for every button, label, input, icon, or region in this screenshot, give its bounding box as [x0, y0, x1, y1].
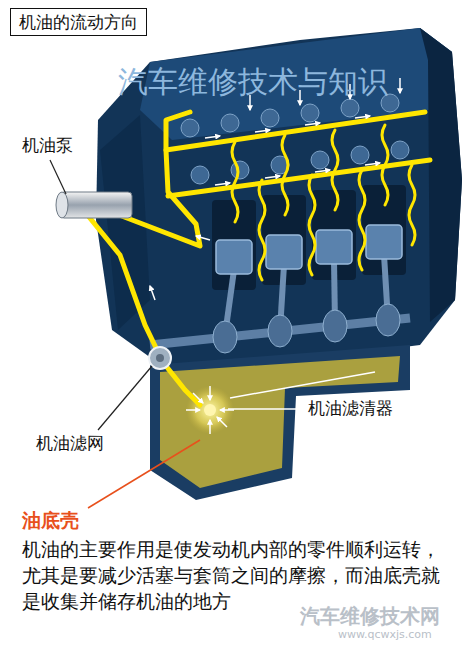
leader-line	[50, 160, 303, 508]
camshaft-part	[391, 141, 409, 159]
callout-heading: 油底壳	[22, 508, 79, 533]
piston-part-part	[266, 235, 302, 269]
flow-arrow-part	[265, 176, 280, 178]
camshaft-part	[221, 114, 239, 132]
oil-pan-part	[150, 345, 410, 500]
oil-pump	[56, 192, 132, 218]
part-label: 机油泵	[22, 134, 73, 156]
camshaft-part	[231, 161, 249, 179]
flow-arrow	[150, 78, 400, 434]
oil-flow-part	[166, 112, 190, 150]
piston-part-part	[216, 240, 252, 274]
engine-block	[96, 28, 462, 368]
oil-strainer-part	[149, 347, 171, 369]
oil-pan-part	[204, 404, 216, 416]
oil-pan	[150, 345, 410, 500]
camshaft-part	[301, 104, 319, 122]
leader-line-part	[88, 440, 200, 508]
camshaft-part	[181, 119, 199, 137]
flow-arrow-part	[209, 420, 211, 434]
flow-arrow-part	[150, 286, 155, 300]
crankshaft-part-part	[213, 321, 237, 353]
flow-arrow-part	[193, 393, 203, 403]
oil-pan-part	[186, 386, 234, 434]
oil-flow-part	[232, 125, 415, 280]
leader-line-part	[98, 366, 152, 430]
oil-strainer	[149, 347, 171, 369]
oil-pump-part	[60, 192, 132, 218]
flow-arrow-part	[255, 130, 270, 132]
crankshaft-part-part	[323, 310, 347, 342]
flow-arrow-part	[399, 78, 401, 93]
flow-arrow-part	[215, 183, 230, 185]
oil-flow-part	[80, 112, 425, 246]
flow-arrow-part	[315, 170, 330, 172]
flow-arrow-part	[196, 236, 210, 240]
oil-flow-part	[68, 206, 158, 352]
oil-flow-part-part	[332, 130, 338, 210]
part-label: 机油滤清器	[308, 397, 393, 419]
leader-line-part	[50, 160, 66, 194]
camshaft-part	[341, 99, 359, 117]
watermark: www.qcwxjs.com	[338, 628, 432, 642]
oil-flow-part-part	[259, 180, 265, 280]
engine-block-part	[96, 28, 462, 368]
oil-pan-part	[230, 372, 375, 398]
oil-flow-part-part	[359, 170, 365, 270]
flow-arrow-part	[305, 123, 320, 125]
crankshaft-part	[213, 304, 400, 353]
crankshaft-part-part	[376, 304, 400, 336]
flow-arrow-part	[217, 417, 227, 427]
crankshaft-part-part	[268, 315, 292, 347]
cylinder-bore	[212, 185, 406, 290]
oil-flow-part-part	[282, 135, 288, 215]
oil-flow	[68, 112, 430, 405]
diagram-title: 机油的流动方向	[10, 8, 147, 36]
leader-line-part	[228, 408, 303, 410]
oil-flow-part-part	[232, 142, 238, 222]
oil-flow-part	[166, 366, 200, 405]
camshaft-part	[261, 109, 279, 127]
piston-part-part	[316, 230, 352, 264]
oil-flow-part-part	[409, 165, 415, 245]
watermark: 汽车维修技术与知识	[118, 62, 388, 101]
watermark: 汽车维修技术网	[300, 603, 440, 629]
oil-flow-part	[168, 160, 430, 196]
flow-arrow-part	[186, 409, 200, 411]
piston-part-part	[366, 225, 402, 259]
camshaft-part	[191, 166, 209, 184]
flow-arrow-part	[365, 163, 380, 165]
camshaft-part	[351, 146, 369, 164]
flow-arrow-part	[205, 136, 220, 138]
camshaft-part	[311, 151, 329, 169]
crankshaft	[150, 304, 410, 353]
note-text: 机油的主要作用是使发动机内部的零件顺利运转，尤其是要减少活塞与套筒之间的摩擦，而…	[22, 536, 452, 615]
camshaft	[181, 94, 409, 184]
engine-block-part	[420, 28, 462, 322]
part-label: 机油滤网	[36, 432, 104, 454]
flow-arrow-part	[355, 116, 370, 118]
oil-strainer-part	[156, 354, 164, 362]
oil-flow-part-part	[382, 125, 388, 205]
oil-pan-part	[160, 356, 400, 488]
oil-pump-part	[56, 192, 68, 218]
flow-arrow-part	[209, 386, 211, 400]
oil-flow-part-part	[309, 175, 315, 275]
